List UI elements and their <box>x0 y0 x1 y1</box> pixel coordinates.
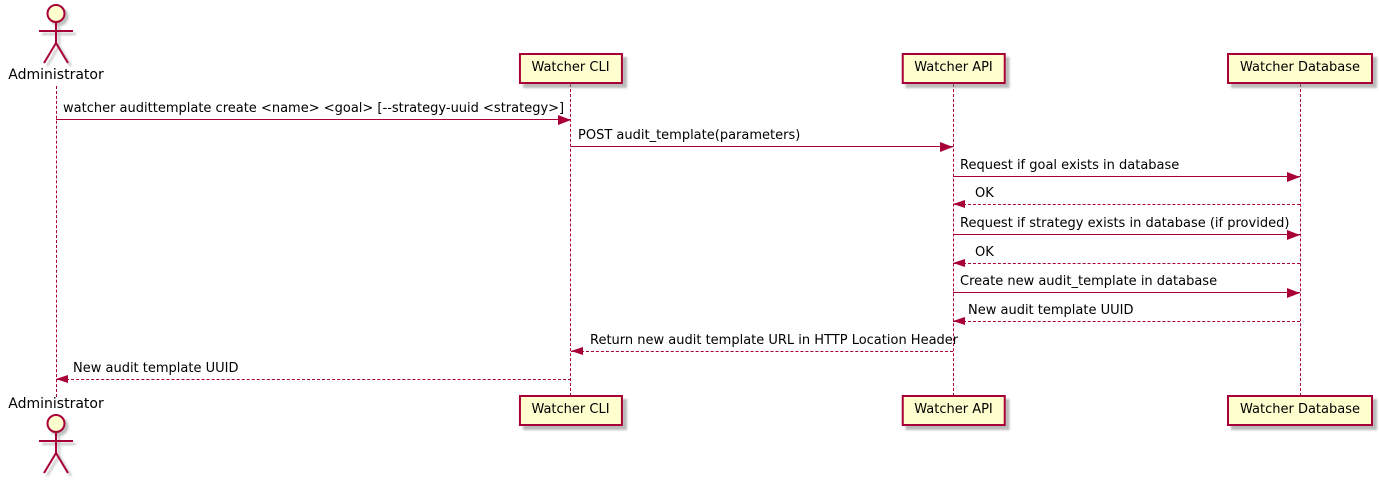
message-line <box>56 379 571 380</box>
message-text: Request if goal exists in database <box>960 158 1180 173</box>
arrow-head <box>571 347 583 355</box>
participant-watcher-database-bottom: Watcher Database <box>1227 395 1373 426</box>
participant-watcher-api-bottom: Watcher API <box>901 395 1006 426</box>
arrow-head <box>953 317 965 325</box>
message-text: OK <box>975 186 994 201</box>
participant-watcher-cli-bottom: Watcher CLI <box>518 395 623 426</box>
actor-icon <box>39 4 73 64</box>
actor-label-administrator-bottom: Administrator <box>8 396 104 412</box>
lifeline-administrator <box>56 86 57 397</box>
arrow-head <box>1287 288 1300 298</box>
message-line <box>953 204 1300 205</box>
participant-watcher-cli-top: Watcher CLI <box>518 53 623 84</box>
message-text: New audit template UUID <box>968 303 1134 318</box>
arrow-head <box>940 142 953 152</box>
lifeline-watcher-cli <box>570 84 571 396</box>
actor-label-administrator-top: Administrator <box>8 67 104 83</box>
arrow-head <box>953 200 965 208</box>
message-line <box>953 263 1300 264</box>
actor-icon <box>39 414 73 474</box>
arrow-head <box>56 375 68 383</box>
message-text: OK <box>975 245 994 260</box>
message-line <box>571 146 953 147</box>
message-text: POST audit_template(parameters) <box>578 128 801 143</box>
message-text: watcher audittemplate create <name> <goa… <box>63 101 565 116</box>
message-line <box>953 176 1300 177</box>
message-line <box>953 234 1300 235</box>
arrow-head <box>1287 172 1300 182</box>
lifeline-watcher-database <box>1300 84 1301 396</box>
message-text: Request if strategy exists in database (… <box>960 216 1290 231</box>
participant-watcher-api-top: Watcher API <box>901 53 1006 84</box>
message-line <box>953 321 1300 322</box>
arrow-head <box>1287 230 1300 240</box>
arrow-head <box>558 115 571 125</box>
message-text: Create new audit_template in database <box>960 274 1218 289</box>
arrow-head <box>953 259 965 267</box>
message-text: New audit template UUID <box>73 361 239 376</box>
lifeline-watcher-api <box>953 84 954 396</box>
message-line <box>56 119 571 120</box>
participant-watcher-database-top: Watcher Database <box>1227 53 1373 84</box>
message-text: Return new audit template URL in HTTP Lo… <box>590 333 959 348</box>
message-line <box>571 351 953 352</box>
message-line <box>953 292 1300 293</box>
